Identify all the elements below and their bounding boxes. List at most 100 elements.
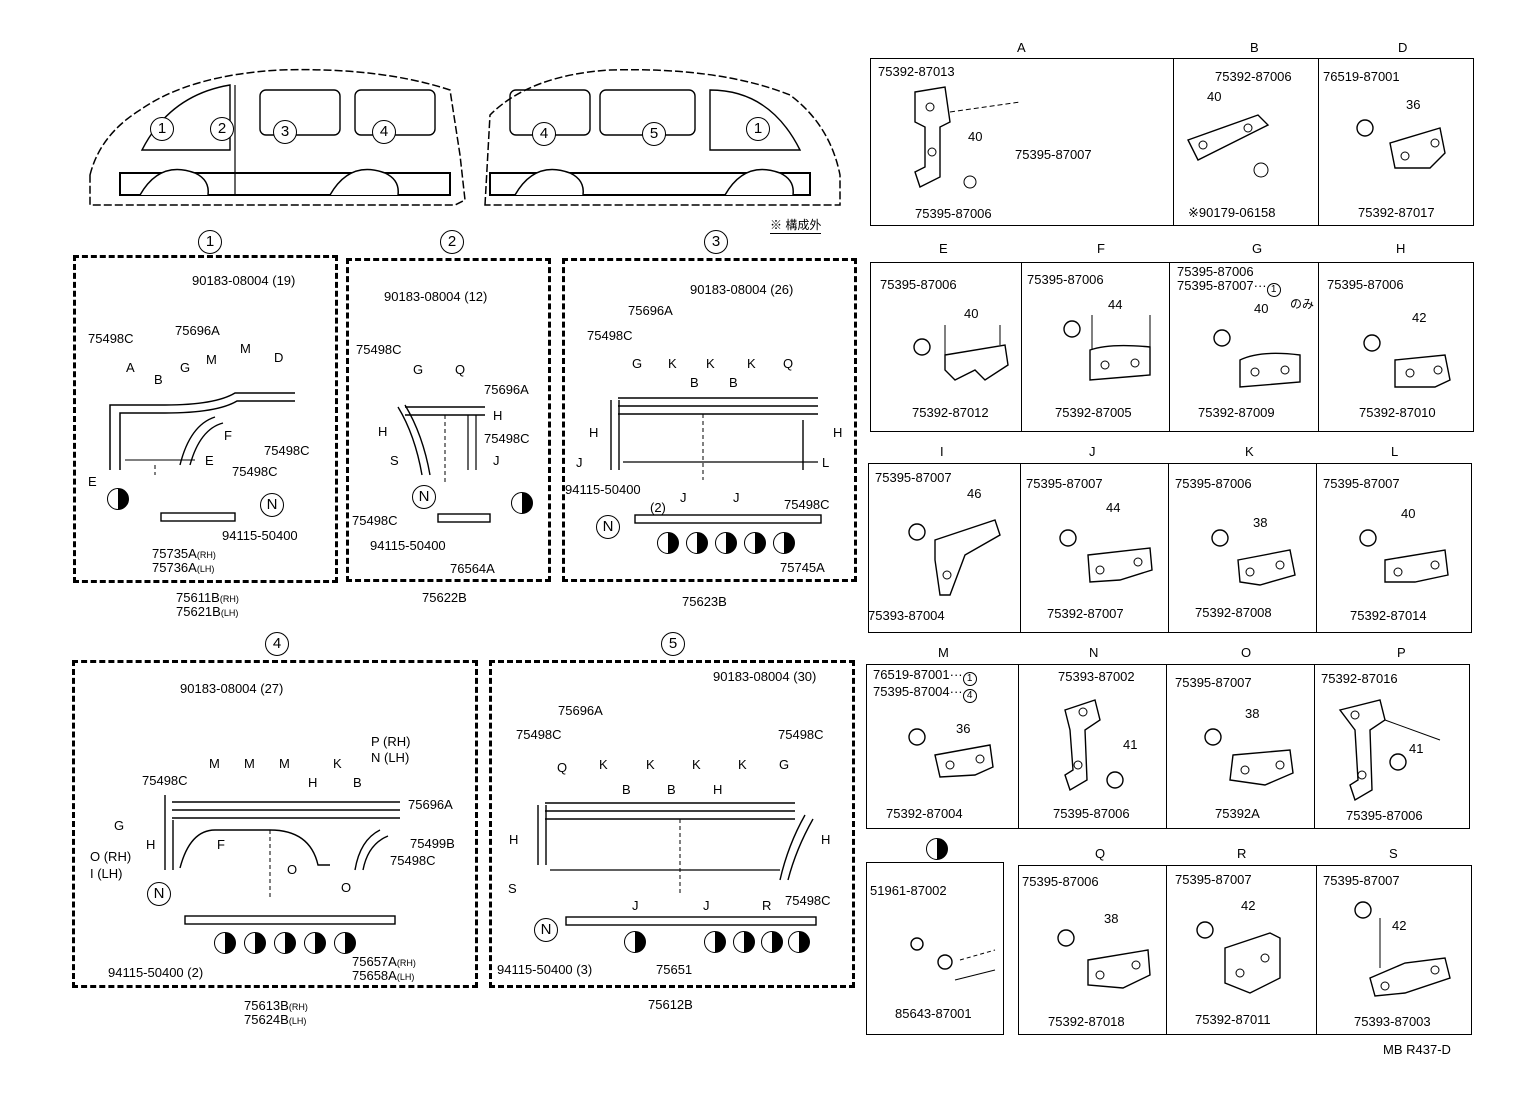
detail-h-bracket-drawing	[1363, 334, 1451, 388]
section-4-i-label: I (LH)	[90, 866, 123, 881]
section-1-right-label-1: 75498C	[264, 443, 310, 458]
section-3-frame	[562, 258, 857, 582]
detail-divider	[1021, 262, 1022, 432]
detail-q-bracket-drawing	[1057, 929, 1151, 989]
detail-a-part-1: 75392-87013	[878, 64, 955, 79]
section-5-letter: H	[509, 832, 519, 847]
section-4-letter: H	[146, 837, 156, 852]
section-1-letter: A	[126, 360, 135, 375]
detail-f-bracket-drawing	[1063, 315, 1151, 381]
detail-f-dimension: 44	[1108, 297, 1123, 312]
detail-g-part-2: 75392-87009	[1198, 405, 1275, 420]
section-1-number: 1	[198, 230, 222, 254]
section-5-right-label: 75498C	[778, 727, 824, 742]
detail-o-part-2: 75392A	[1215, 806, 1260, 821]
section-3-moulding-label: 75696A	[628, 303, 673, 318]
section-2-lower-label: 75498C	[352, 513, 398, 528]
section-4-letter: B	[353, 775, 362, 790]
section-5-letter: H	[821, 832, 831, 847]
detail-divider	[1018, 664, 1019, 829]
section-4-bottom-label-1: 75657A(RH)	[352, 954, 416, 971]
detail-h-dimension: 42	[1412, 310, 1427, 325]
detail-k-part-1: 75395-87006	[1175, 476, 1252, 491]
section-2-bottom-strip	[437, 513, 491, 523]
section-3-bottom-strip	[634, 514, 822, 524]
section-3-left-label: 75498C	[587, 328, 633, 343]
detail-j-bracket-drawing	[1059, 529, 1153, 583]
detail-r-part-1: 75395-87007	[1175, 872, 1252, 887]
section-4-moulding-drawing	[164, 795, 400, 900]
detail-i-part-1: 75395-87007	[875, 470, 952, 485]
section-4-bottom1-suffix: (RH)	[396, 958, 416, 968]
section-5-half-circle-icon	[761, 931, 783, 953]
section-2-moulding-label: 75696A	[484, 382, 529, 397]
detail-divider	[1173, 58, 1174, 226]
detail-k-part-2: 75392-87008	[1195, 605, 1272, 620]
detail-divider	[1314, 664, 1315, 829]
section-4-letter: H	[308, 775, 318, 790]
detail-row-2-frame	[870, 262, 1474, 432]
section-4-left-label: 75498C	[142, 773, 188, 788]
section-4-letter: M	[244, 756, 255, 771]
section-2-letter: J	[493, 453, 500, 468]
detail-l-dimension: 40	[1401, 506, 1416, 521]
detail-b-part-2: ※90179-06158	[1188, 205, 1276, 220]
section-3-letter: K	[668, 356, 677, 371]
detail-d-label: D	[1398, 40, 1408, 55]
detail-q-label: Q	[1095, 846, 1106, 861]
section-1-assy2-suffix: (LH)	[220, 608, 239, 618]
detail-q-part-1: 75395-87006	[1022, 874, 1099, 889]
detail-p-part-2: 75395-87006	[1346, 808, 1423, 823]
section-5-moulding-label: 75696A	[558, 703, 603, 718]
detail-a-dimension: 40	[968, 129, 983, 144]
detail-m-circle-4-icon: 4	[962, 689, 977, 703]
section-4-half-circle-icon	[274, 932, 296, 954]
section-5-letter: K	[599, 757, 608, 772]
detail-divider	[1020, 463, 1021, 633]
section-3-qty-label: (2)	[650, 500, 666, 515]
section-1-bottom-label-2: 75736A(LH)	[152, 560, 214, 577]
section-3-letter: H	[833, 425, 843, 440]
section-5-letter: R	[762, 898, 772, 913]
section-1-n-icon: N	[260, 493, 284, 517]
section-2-n-icon: N	[412, 485, 436, 509]
section-3-letter: J	[576, 455, 583, 470]
detail-h-part-1: 75395-87006	[1327, 277, 1404, 292]
detail-e-label: E	[939, 241, 948, 256]
detail-r-bracket-drawing	[1196, 921, 1281, 994]
section-4-assembly-label-1: 75613B(RH)	[244, 998, 308, 1015]
detail-n-label: N	[1089, 645, 1099, 660]
detail-divider	[1169, 262, 1170, 432]
section-3-clip-label: 90183-08004 (26)	[690, 282, 794, 297]
detail-d-part-1: 76519-87001	[1323, 69, 1400, 84]
detail-m-part-1-number: 76519-87001	[873, 667, 950, 682]
section-5-n-icon: N	[534, 918, 558, 942]
detail-e-dimension: 40	[964, 306, 979, 321]
section-3-n-icon: N	[596, 515, 620, 539]
section-5-half-circle-icon	[788, 931, 810, 953]
detail-l-part-1: 75395-87007	[1323, 476, 1400, 491]
detail-m-label: M	[938, 645, 949, 660]
detail-row-4-frame	[866, 664, 1470, 829]
detail-i-label: I	[940, 444, 944, 459]
detail-j-label: J	[1089, 444, 1096, 459]
section-4-letter: M	[279, 756, 290, 771]
detail-row-3-frame	[868, 463, 1472, 633]
section-5-letter: S	[508, 881, 517, 896]
section-1-frame	[73, 255, 338, 583]
section-3-half-circle-icon	[686, 532, 708, 554]
section-3-bolt-label: 94115-50400	[565, 482, 641, 497]
detail-p-label: P	[1397, 645, 1406, 660]
detail-m-part-1b-number: 75395-87004	[873, 684, 950, 699]
detail-l-part-2: 75392-87014	[1350, 608, 1427, 623]
detail-o-bracket-drawing	[1204, 728, 1294, 786]
detail-half-circle-part-2: 85643-87001	[895, 1006, 972, 1021]
detail-a-part-2: 75395-87007	[1015, 147, 1092, 162]
detail-g-dimension: 40	[1254, 301, 1269, 316]
section-1-moulding-drawing	[109, 392, 295, 475]
section-4-bolt-label: 94115-50400 (2)	[108, 965, 204, 980]
detail-m-bracket-drawing	[908, 728, 994, 778]
section-1-assembly-label-1: 75611B(RH)	[176, 590, 239, 607]
detail-k-bracket-drawing	[1211, 529, 1296, 586]
detail-o-part-1: 75395-87007	[1175, 675, 1252, 690]
